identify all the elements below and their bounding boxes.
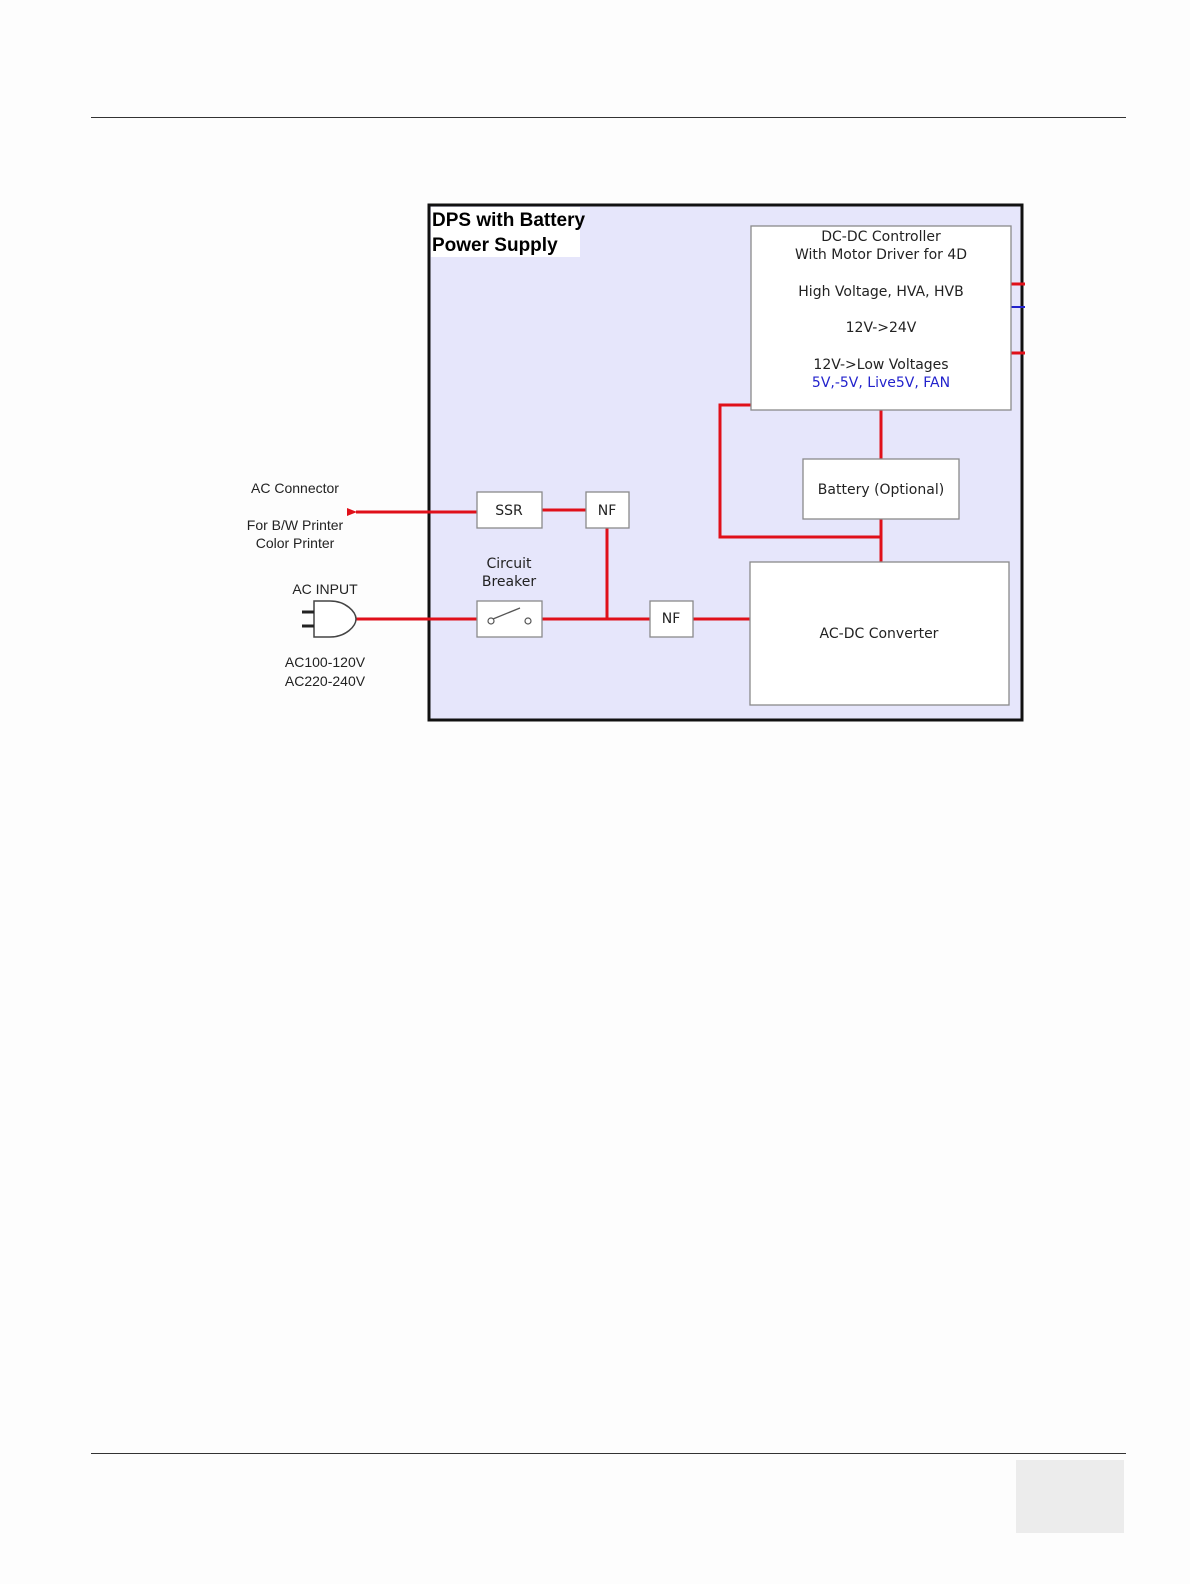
dcdc-line-4: 12V->24V xyxy=(846,320,917,336)
dcdc-line-6: 5V,-5V, Live5V, FAN xyxy=(812,375,950,391)
circuit-breaker-switch-icon xyxy=(477,601,542,637)
ssr-label: SSR xyxy=(495,503,523,519)
nf-bottom-label: NF xyxy=(662,611,681,627)
acdc-label: AC-DC Converter xyxy=(820,626,939,642)
plug-icon xyxy=(302,601,356,637)
panel-title-line-1: DPS with Battery xyxy=(432,210,586,231)
ac-connector-label: AC Connector xyxy=(251,480,339,496)
breaker-label-line-1: Circuit xyxy=(486,556,532,572)
breaker-label-line-2: Breaker xyxy=(482,574,536,590)
dcdc-line-3: High Voltage, HVA, HVB xyxy=(798,284,963,300)
panel-title-line-2: Power Supply xyxy=(432,235,558,256)
printer-label-line-1: For B/W Printer xyxy=(247,517,344,533)
printer-label-line-2: Color Printer xyxy=(256,535,335,551)
dcdc-line-2: With Motor Driver for 4D xyxy=(795,247,967,263)
voltage-label-line-1: AC100-120V xyxy=(285,654,366,670)
dcdc-line-1: DC-DC Controller xyxy=(821,229,941,245)
battery-label: Battery (Optional) xyxy=(818,482,944,498)
voltage-label-line-2: AC220-240V xyxy=(285,673,366,689)
ac-input-label: AC INPUT xyxy=(292,581,358,597)
dcdc-line-5: 12V->Low Voltages xyxy=(813,357,948,373)
nf-top-label: NF xyxy=(598,503,617,519)
